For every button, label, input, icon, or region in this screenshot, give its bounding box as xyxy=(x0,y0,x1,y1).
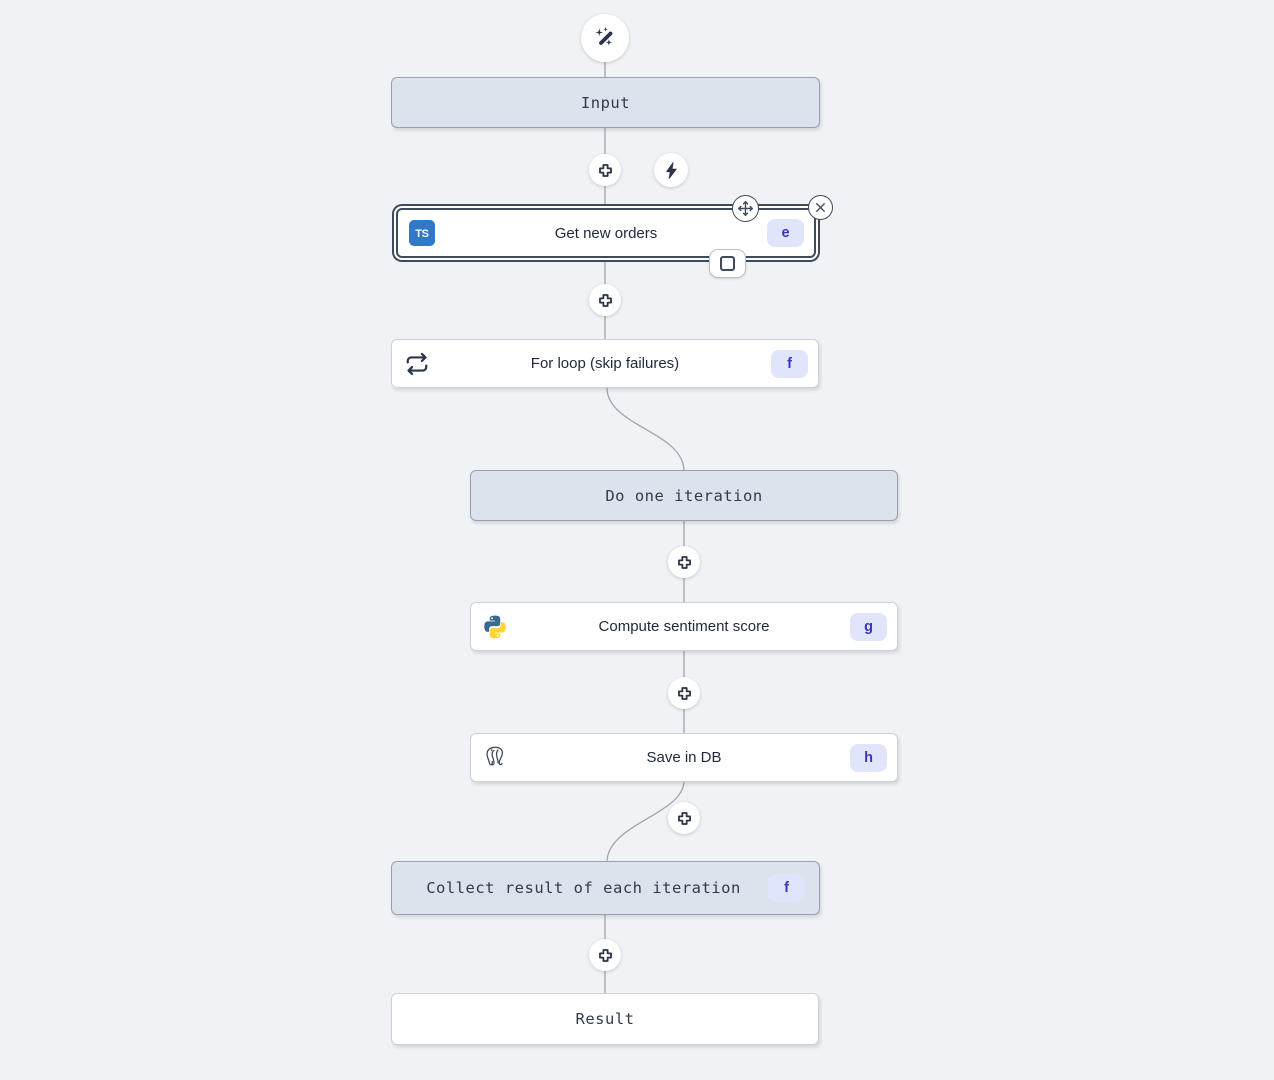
node-compute-sentiment-score[interactable]: Compute sentiment score g xyxy=(470,602,898,651)
insert-step-button[interactable] xyxy=(589,939,621,971)
node-key-badge: g xyxy=(850,612,887,641)
node-label: Collect result of each iteration xyxy=(426,879,741,897)
insert-step-button[interactable] xyxy=(668,802,700,834)
square-icon xyxy=(720,256,735,271)
plus-icon xyxy=(676,810,693,827)
loop-icon xyxy=(403,352,431,376)
plus-icon xyxy=(597,947,614,964)
node-result[interactable]: Result xyxy=(391,993,819,1045)
node-label: Result xyxy=(575,1010,635,1028)
trigger-button[interactable] xyxy=(654,153,688,187)
ai-flow-button[interactable] xyxy=(581,14,629,62)
node-label: Save in DB xyxy=(646,749,722,766)
node-label: Do one iteration xyxy=(605,486,763,505)
node-key-badge: e xyxy=(767,219,804,247)
node-label: Input xyxy=(580,93,631,112)
typescript-icon: TS xyxy=(409,220,435,246)
python-icon xyxy=(482,614,508,640)
node-label: Get new orders xyxy=(554,224,658,242)
node-collect-result[interactable]: Collect result of each iteration f xyxy=(391,861,820,915)
plus-icon xyxy=(676,554,693,571)
node-key-badge: h xyxy=(850,743,887,772)
move-node-button[interactable] xyxy=(732,195,759,222)
close-icon xyxy=(813,200,828,215)
node-input[interactable]: Input xyxy=(391,77,820,128)
plus-icon xyxy=(597,292,614,309)
node-save-in-db[interactable]: Save in DB h xyxy=(470,733,898,782)
plus-icon xyxy=(676,685,693,702)
node-key-badge: f xyxy=(768,874,805,902)
move-icon xyxy=(736,199,755,218)
insert-step-button[interactable] xyxy=(668,546,700,578)
magic-wand-icon xyxy=(592,25,618,51)
plus-icon xyxy=(597,162,614,179)
insert-step-button[interactable] xyxy=(589,154,621,186)
insert-step-button[interactable] xyxy=(668,677,700,709)
early-stop-button[interactable] xyxy=(709,249,746,278)
node-key-badge: f xyxy=(771,349,808,378)
close-node-button[interactable] xyxy=(808,195,833,220)
node-do-one-iteration[interactable]: Do one iteration xyxy=(470,470,898,521)
node-label: For loop (skip failures) xyxy=(530,355,680,372)
postgresql-icon xyxy=(482,745,507,770)
lightning-bolt-icon xyxy=(664,161,679,179)
node-for-loop[interactable]: For loop (skip failures) f xyxy=(391,339,819,388)
node-label: Compute sentiment score xyxy=(598,618,770,635)
insert-step-button[interactable] xyxy=(589,284,621,316)
